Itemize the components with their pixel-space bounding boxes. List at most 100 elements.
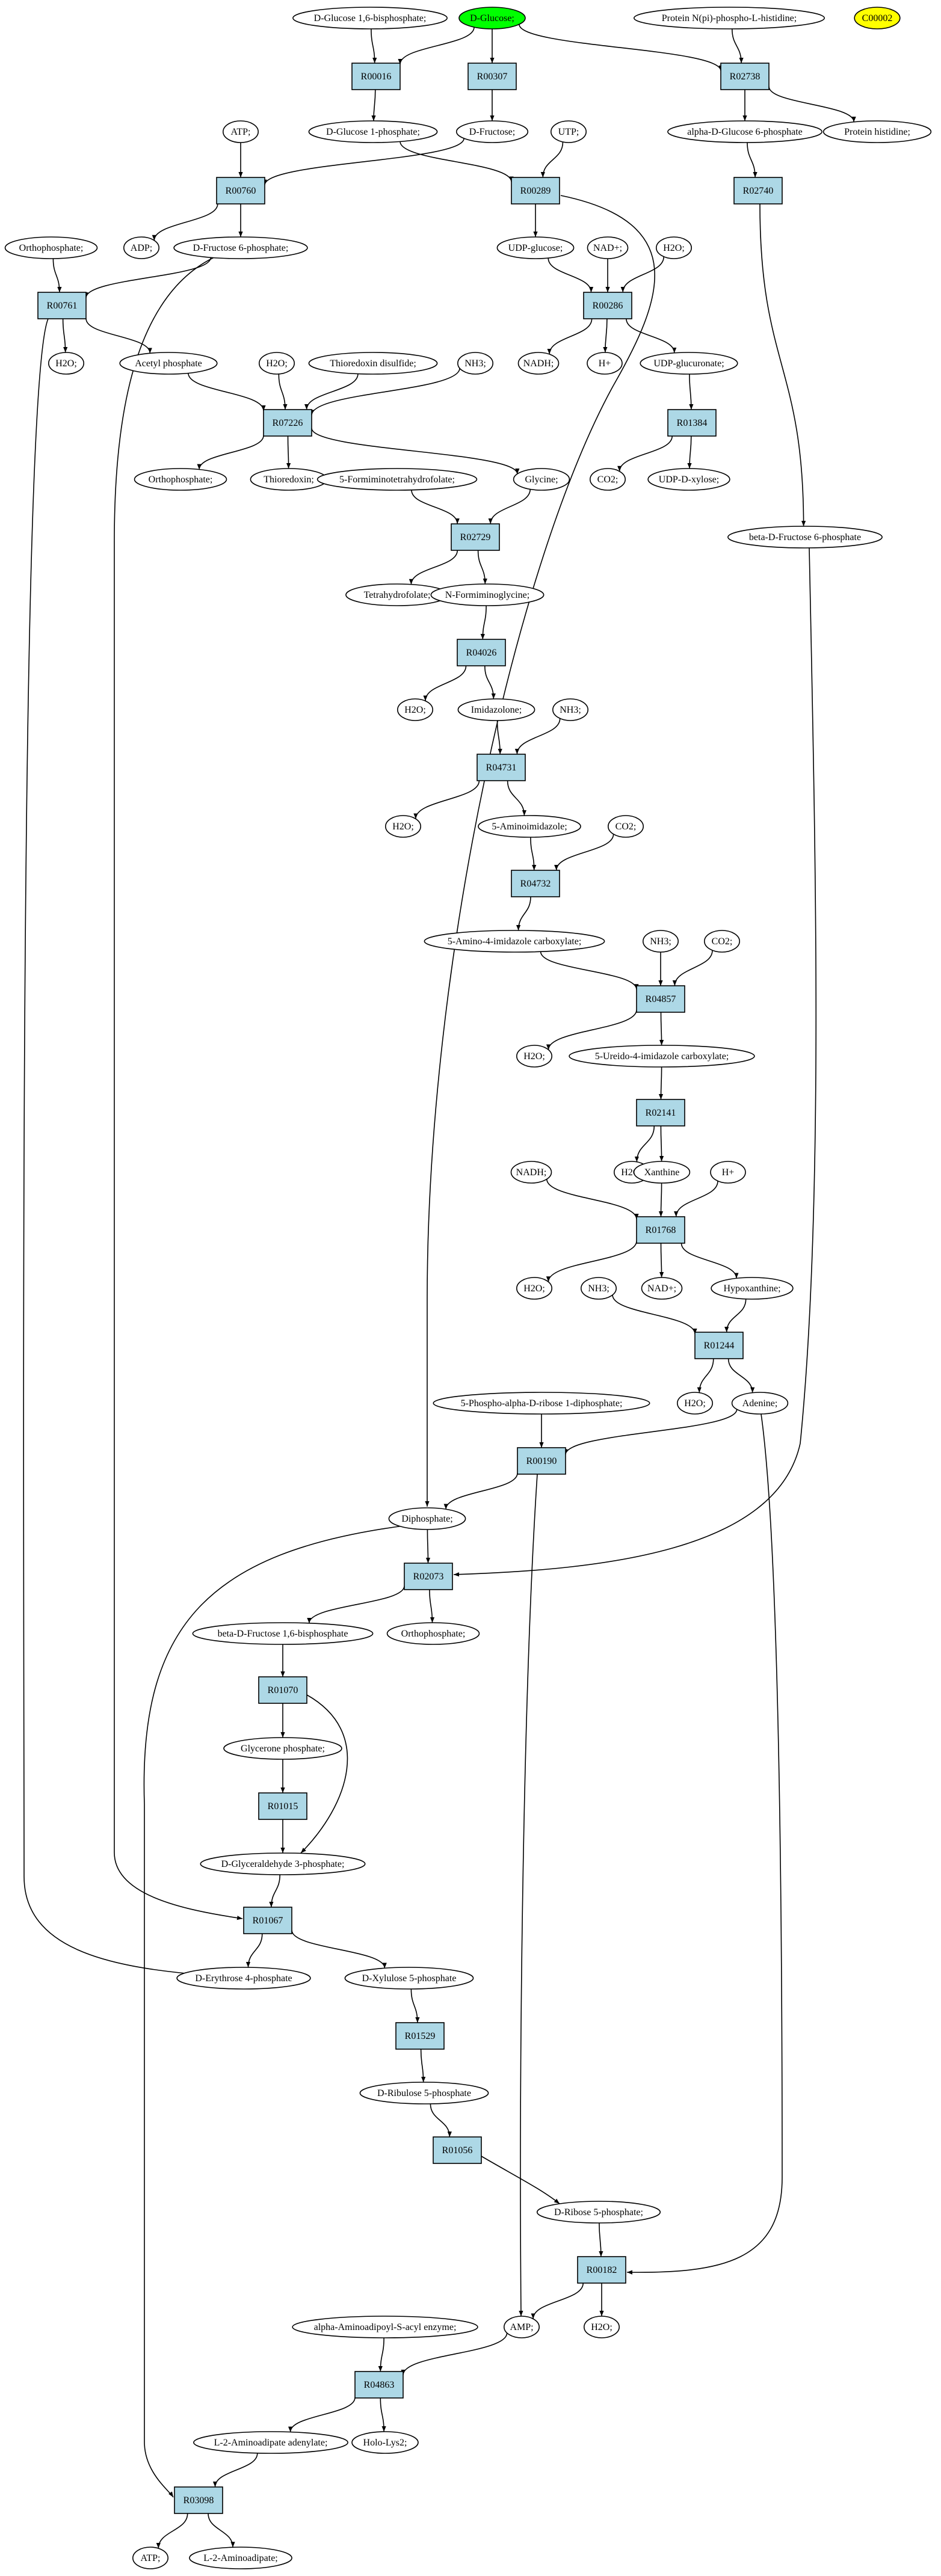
compound-node-h2od[interactable]: H2O; [396, 698, 433, 721]
compound-node-nh3a[interactable]: NH3; [457, 352, 493, 375]
reaction-node-R00761[interactable]: R00761 [37, 292, 87, 319]
compound-node-fru[interactable]: D-Fructose; [455, 120, 529, 143]
reaction-node-R00016[interactable]: R00016 [351, 63, 401, 90]
compound-node-nh3c[interactable]: NH3; [643, 930, 679, 953]
compound-node-laa[interactable]: L-2-Aminoadipate; [189, 2547, 292, 2569]
compound-node-aaae[interactable]: alpha-Aminoadipoyl-S-acyl enzyme; [292, 2316, 478, 2338]
source-compound-node-glc[interactable]: D-Glucose; [458, 7, 526, 29]
compound-node-aicarb[interactable]: 5-Amino-4-imidazole carboxylate; [424, 930, 605, 953]
compound-node-adp[interactable]: ADP; [123, 236, 160, 259]
compound-node-ortho1[interactable]: Orthophosphate; [4, 236, 98, 259]
compound-node-udpxyl[interactable]: UDP-D-xylose; [647, 468, 730, 491]
reaction-node-R01070[interactable]: R01070 [258, 1676, 307, 1704]
compound-node-h2oj[interactable]: H2O; [583, 2316, 620, 2338]
compound-node-udpglcua[interactable]: UDP-glucuronate; [640, 352, 738, 375]
compound-node-bf16bp[interactable]: beta-D-Fructose 1,6-bisphosphate [192, 1622, 374, 1645]
compound-node-g3p[interactable]: D-Glyceraldehyde 3-phosphate; [200, 1852, 366, 1875]
compound-node-f6p[interactable]: D-Fructose 6-phosphate; [173, 236, 308, 259]
reaction-node-R04026[interactable]: R04026 [457, 639, 506, 666]
reaction-node-R01529[interactable]: R01529 [395, 2022, 445, 2050]
compound-node-prpp[interactable]: 5-Phospho-alpha-D-ribose 1-diphosphate; [433, 1392, 650, 1415]
compound-node-aimid[interactable]: 5-Aminoimidazole; [478, 815, 581, 838]
compound-node-uicarb[interactable]: 5-Ureido-4-imidazole carboxylate; [569, 1045, 755, 1068]
compound-node-h2oa[interactable]: H2O; [656, 236, 693, 259]
compound-node-h2ob[interactable]: H2O; [48, 352, 85, 375]
reaction-node-R01056[interactable]: R01056 [433, 2136, 482, 2164]
compound-node-imid[interactable]: Imidazolone; [457, 698, 535, 721]
compound-node-thf[interactable]: Tetrahydrofolate; [345, 583, 449, 606]
compound-node-nad1[interactable]: NAD+; [587, 236, 629, 259]
reaction-node-R01067[interactable]: R01067 [243, 1907, 292, 1934]
compound-node-hp2[interactable]: H+ [710, 1161, 746, 1184]
reaction-node-R00286[interactable]: R00286 [583, 292, 632, 319]
compound-node-co2a[interactable]: CO2; [589, 468, 626, 491]
compound-node-hyp[interactable]: Hypoxanthine; [711, 1277, 794, 1300]
reaction-node-R00190[interactable]: R00190 [517, 1447, 566, 1475]
reaction-box [395, 2022, 445, 2050]
compound-node-gly[interactable]: Glycine; [513, 468, 570, 491]
compound-node-nad2[interactable]: NAD+; [641, 1277, 683, 1300]
compound-node-hp1[interactable]: H+ [587, 352, 623, 375]
compound-node-nh3d[interactable]: NH3; [580, 1277, 617, 1300]
reaction-node-R00289[interactable]: R00289 [511, 177, 560, 204]
reaction-node-R00182[interactable]: R00182 [577, 2256, 626, 2284]
compound-node-ade[interactable]: Adenine; [731, 1392, 789, 1415]
compound-node-laad[interactable]: L-2-Aminoadipate adenylate; [193, 2431, 348, 2454]
compound-node-xan[interactable]: Xanthine [633, 1161, 691, 1184]
compound-node-h2oc[interactable]: H2O; [258, 352, 295, 375]
compound-node-amp[interactable]: AMP; [503, 2316, 540, 2338]
compound-node-nh3b[interactable]: NH3; [552, 698, 588, 721]
edge-R01056-to-r5p [481, 2156, 560, 2204]
compound-node-nadh2[interactable]: NADH; [510, 1161, 552, 1184]
query-compound-node-c00002[interactable]: C00002 [854, 7, 901, 29]
compound-node-e4p[interactable]: D-Erythrose 4-phosphate [176, 1967, 311, 1990]
compound-node-trxs[interactable]: Thioredoxin disulfide; [308, 352, 438, 375]
compound-node-acp[interactable]: Acetyl phosphate [119, 352, 218, 375]
reaction-node-R02073[interactable]: R02073 [404, 1563, 453, 1590]
compound-node-ru5p[interactable]: D-Ribulose 5-phosphate [359, 2082, 489, 2104]
compound-node-h2oh[interactable]: H2O; [516, 1277, 552, 1300]
reaction-node-R02738[interactable]: R02738 [720, 63, 770, 90]
compound-node-co2b[interactable]: CO2; [607, 815, 644, 838]
compound-node-dhap[interactable]: Glycerone phosphate; [223, 1737, 342, 1760]
compound-node-h2of[interactable]: H2O; [516, 1045, 552, 1068]
compound-node-prothis[interactable]: Protein histidine; [822, 120, 932, 143]
reaction-node-R02729[interactable]: R02729 [451, 523, 500, 551]
reaction-node-R01384[interactable]: R01384 [667, 409, 717, 437]
compound-node-udpg[interactable]: UDP-glucose; [496, 236, 575, 259]
compound-node-bf6p[interactable]: beta-D-Fructose 6-phosphate [727, 526, 883, 549]
compound-node-atp1[interactable]: ATP; [222, 120, 259, 143]
compound-node-ppi[interactable]: Diphosphate; [388, 1507, 466, 1530]
compound-node-protnpi[interactable]: Protein N(pi)-phospho-L-histidine; [634, 7, 825, 29]
reaction-node-R02141[interactable]: R02141 [636, 1099, 685, 1127]
reaction-node-R07226[interactable]: R07226 [263, 409, 312, 437]
reaction-node-R04731[interactable]: R04731 [477, 754, 526, 781]
compound-node-glc16bp[interactable]: D-Glucose 1,6-bisphosphate; [292, 7, 448, 29]
reaction-node-R04732[interactable]: R04732 [511, 870, 560, 897]
compound-node-holo[interactable]: Holo-Lys2; [351, 2431, 419, 2454]
compound-node-nfgly[interactable]: N-Formiminoglycine; [430, 583, 545, 606]
reaction-node-R01244[interactable]: R01244 [694, 1332, 744, 1359]
compound-node-glc1p[interactable]: D-Glucose 1-phosphate; [308, 120, 438, 143]
compound-node-h2oi[interactable]: H2O; [677, 1392, 714, 1415]
compound-node-utp[interactable]: UTP; [550, 120, 587, 143]
compound-node-trx[interactable]: Thioredoxin; [250, 468, 328, 491]
compound-node-fthf[interactable]: 5-Formiminotetrahydrofolate; [316, 468, 478, 491]
reaction-node-R02740[interactable]: R02740 [733, 177, 783, 204]
reaction-node-R01768[interactable]: R01768 [636, 1216, 685, 1244]
compound-node-co2c[interactable]: CO2; [704, 930, 741, 953]
compound-node-ortho2[interactable]: Orthophosphate; [134, 468, 227, 491]
compound-node-nadh1[interactable]: NADH; [517, 352, 560, 375]
reaction-node-R04863[interactable]: R04863 [354, 2371, 404, 2399]
reaction-node-R04857[interactable]: R04857 [636, 985, 685, 1013]
compound-node-r5p[interactable]: D-Ribose 5-phosphate; [536, 2201, 661, 2224]
compound-node-ortho3[interactable]: Orthophosphate; [386, 1622, 480, 1645]
compound-node-agl6p[interactable]: alpha-D-Glucose 6-phosphate [667, 120, 822, 143]
compound-node-atp2[interactable]: ATP; [132, 2547, 169, 2569]
reaction-node-R00307[interactable]: R00307 [467, 63, 517, 90]
reaction-node-R01015[interactable]: R01015 [258, 1792, 307, 1820]
compound-node-h2oe[interactable]: H2O; [384, 815, 421, 838]
compound-node-x5p[interactable]: D-Xylulose 5-phosphate [344, 1967, 474, 1990]
reaction-node-R00760[interactable]: R00760 [216, 177, 265, 204]
reaction-node-R03098[interactable]: R03098 [174, 2486, 223, 2514]
